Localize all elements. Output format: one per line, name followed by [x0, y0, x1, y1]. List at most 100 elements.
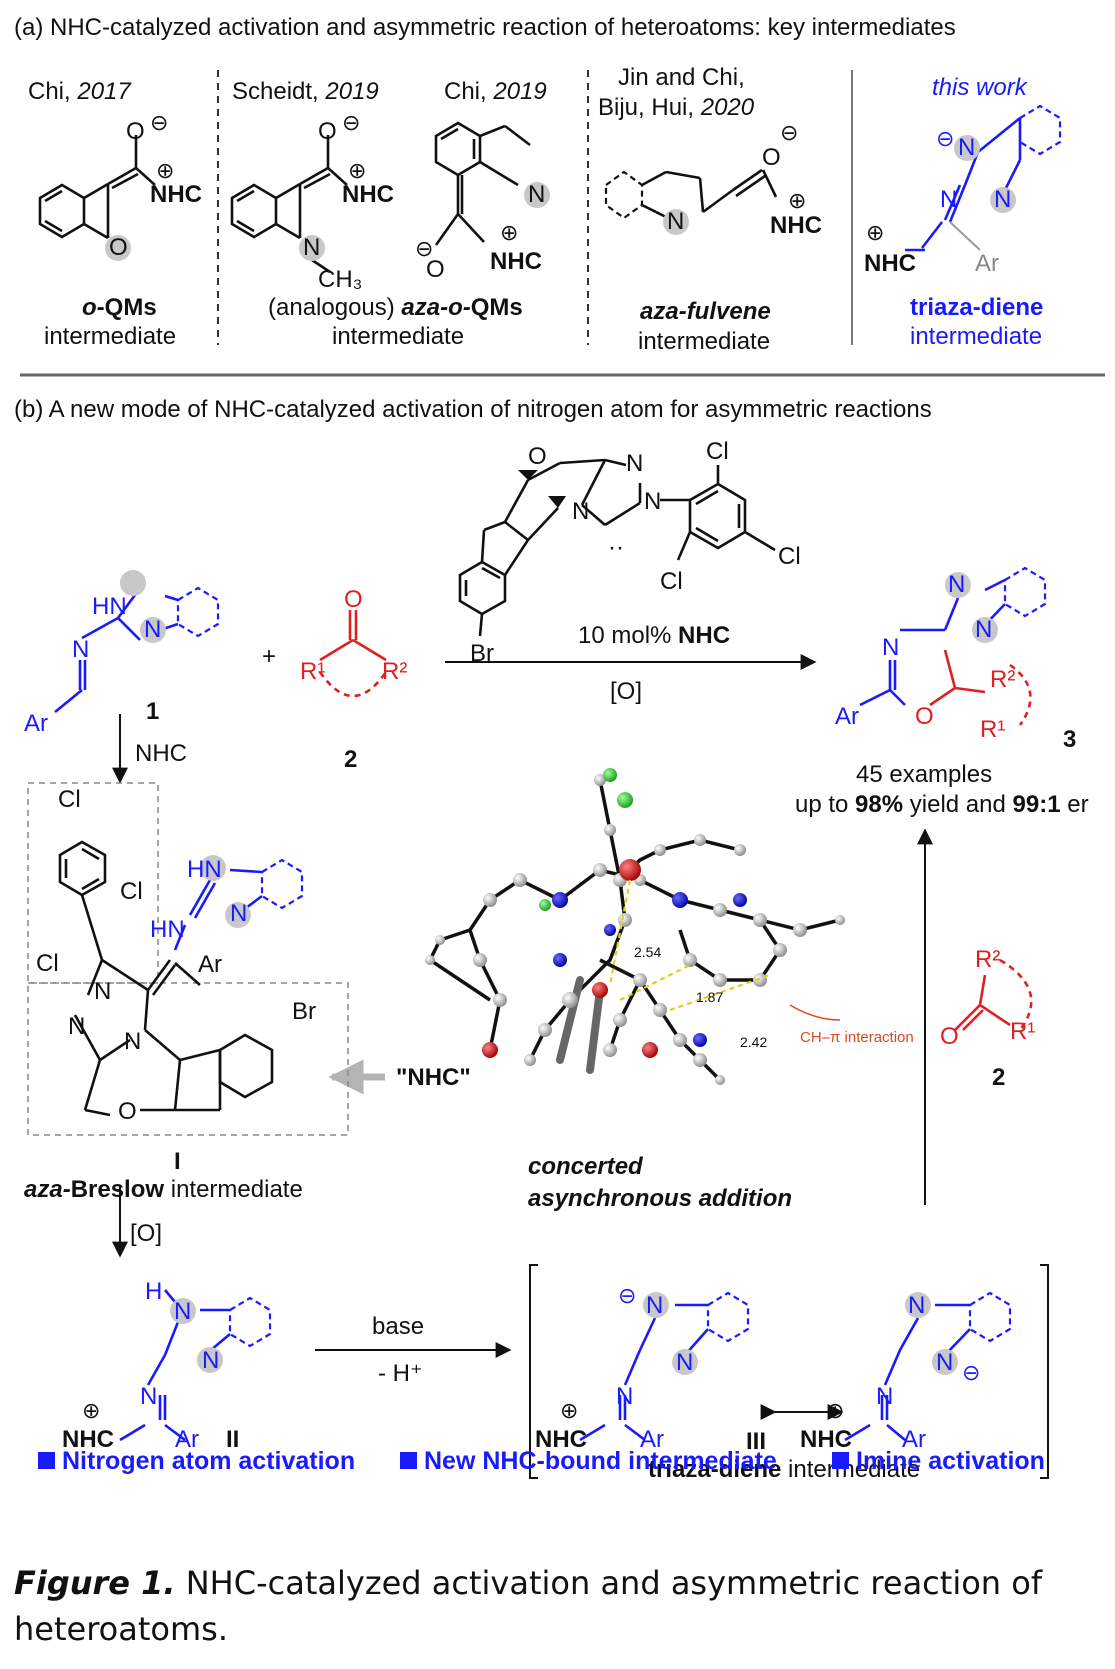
quoted-nhc: "NHC"	[396, 1064, 471, 1091]
oxidation-label: [O]	[130, 1220, 163, 1247]
cmpd2b-number: 2	[992, 1064, 1006, 1091]
o-qm-structure	[38, 135, 156, 240]
prod-ar: Ar	[835, 703, 859, 730]
fulvene-o: O	[762, 144, 781, 171]
cat-o: O	[528, 443, 547, 470]
result-examples: 45 examples	[856, 761, 993, 788]
ref-jin-chi-line1: Jin and Chi,	[618, 64, 745, 91]
prod-number: 3	[1063, 726, 1077, 753]
cat-lone-pair: ··	[608, 534, 624, 561]
ts-interaction-label: CH–π interaction	[800, 1029, 914, 1046]
ts-distance-1: 2.54	[634, 944, 662, 960]
triaza-plus: ⊕	[866, 220, 885, 245]
bracket-left	[529, 1264, 538, 1479]
cat-n2: N	[572, 498, 590, 525]
ref-chi-2019: Chi, 2019	[444, 78, 547, 105]
ts-distance-2: 1.87	[696, 989, 724, 1005]
intermediate-iii-number: III	[746, 1428, 767, 1455]
cat-cl3: Cl	[660, 568, 683, 595]
iii-a-n2: N	[676, 1349, 694, 1376]
cmpd1-ar: Ar	[24, 710, 48, 737]
oqm-minus: ⊖	[150, 110, 169, 135]
cmpd1-n2: N	[144, 616, 162, 643]
azaoqm-nhc: NHC	[342, 181, 394, 208]
triaza-ar: Ar	[975, 250, 999, 277]
oxidant-label: [O]	[610, 678, 643, 705]
indole-n: N	[528, 181, 546, 208]
transition-state-model	[425, 768, 845, 1085]
cat-cl2: Cl	[778, 543, 801, 570]
azaoqm-label-2: intermediate	[332, 323, 465, 350]
prod-o: O	[915, 703, 934, 730]
prod-n1: N	[948, 571, 966, 598]
oqm-o2: O	[109, 234, 128, 261]
iii-b-n1: N	[908, 1292, 926, 1319]
fulvene-n: N	[667, 208, 685, 235]
prod-n3: N	[882, 634, 900, 661]
breslow-hn2: HN	[150, 916, 185, 943]
fulvene-label: aza-fulvene	[640, 298, 771, 325]
ts-distance-3: 2.42	[740, 1034, 768, 1050]
cmpd2-r1: R¹	[300, 658, 326, 685]
iii-b-minus: ⊖	[962, 1360, 981, 1385]
breslow-hn1: HN	[187, 856, 222, 883]
triaza-n1: N	[958, 134, 976, 161]
breslow-cl3: Cl	[36, 950, 59, 977]
catalyst-loading: 10 mol% NHC	[578, 622, 731, 649]
breslow-ar: Ar	[198, 951, 222, 978]
this-work-label: this work	[932, 74, 1027, 101]
azaoqm-label: (analogous) aza-o-QMs	[268, 294, 523, 321]
azaoqm-minus: ⊖	[342, 110, 361, 135]
iii-b-nhc: NHC	[800, 1426, 852, 1453]
iii-a-minus: ⊖	[618, 1283, 637, 1308]
iii-b-n3: N	[876, 1383, 894, 1410]
azaoqm-n: N	[303, 234, 321, 261]
indole-plus: ⊕	[500, 220, 519, 245]
iii-b-n2: N	[936, 1349, 954, 1376]
iii-b-plus: ⊕	[826, 1398, 845, 1423]
fulvene-plus: ⊕	[788, 188, 807, 213]
legend-square-icon	[400, 1452, 417, 1469]
prod-r2: R²	[990, 666, 1016, 693]
panel-b-heading: (b) A new mode of NHC-catalyzed activati…	[14, 396, 932, 423]
fulvene-label-2: intermediate	[638, 328, 771, 355]
cmpd2b-r1: R¹	[1010, 1018, 1036, 1045]
ii-h: H	[145, 1278, 163, 1305]
plus-sign: +	[262, 643, 277, 670]
fulvene-minus: ⊖	[780, 120, 799, 145]
prod-r1: R¹	[980, 716, 1006, 743]
azaoqm-plus: ⊕	[348, 158, 367, 183]
legend-square-icon	[832, 1452, 849, 1469]
cat-n3: N	[644, 488, 662, 515]
ts-label-1: concerted	[528, 1153, 643, 1180]
intermediate-ii-number: II	[226, 1426, 240, 1453]
ref-chi-2017: Chi, 2017	[28, 78, 131, 105]
intermediate-i-name: aza-Breslow intermediate	[24, 1176, 303, 1203]
triaza-nhc: NHC	[864, 250, 916, 277]
ii-n1: N	[174, 1298, 192, 1325]
panel-a-heading: (a) NHC-catalyzed activation and asymmet…	[14, 14, 956, 41]
oqm-nhc: NHC	[150, 181, 202, 208]
cat-cl1: Cl	[706, 438, 729, 465]
intermediate-iii-form-1	[579, 1291, 750, 1442]
dashed-box-core	[27, 982, 349, 1136]
breslow-n2: N	[68, 1013, 86, 1040]
base-label: base	[372, 1313, 425, 1340]
intermediate-iii-form-2	[844, 1291, 1012, 1442]
ref-scheidt-2019: Scheidt, 2019	[232, 78, 379, 105]
cmpd2-number: 2	[344, 746, 358, 773]
azaoqm-o: O	[318, 118, 337, 145]
arrow-nhc-label: NHC	[135, 740, 187, 767]
aza-fulvene-structure	[604, 168, 778, 220]
breslow-cl1: Cl	[58, 786, 81, 813]
iii-a-plus: ⊕	[560, 1398, 579, 1423]
prod-n2: N	[975, 616, 993, 643]
legend-square-icon	[38, 1452, 55, 1469]
breslow-n: N	[230, 900, 248, 927]
aza-o-qm-structure	[230, 135, 348, 274]
indole-o: O	[426, 256, 445, 283]
cmpd1-hn: HN	[92, 593, 127, 620]
triaza-label-2: intermediate	[910, 323, 1043, 350]
breslow-br: Br	[292, 998, 316, 1025]
